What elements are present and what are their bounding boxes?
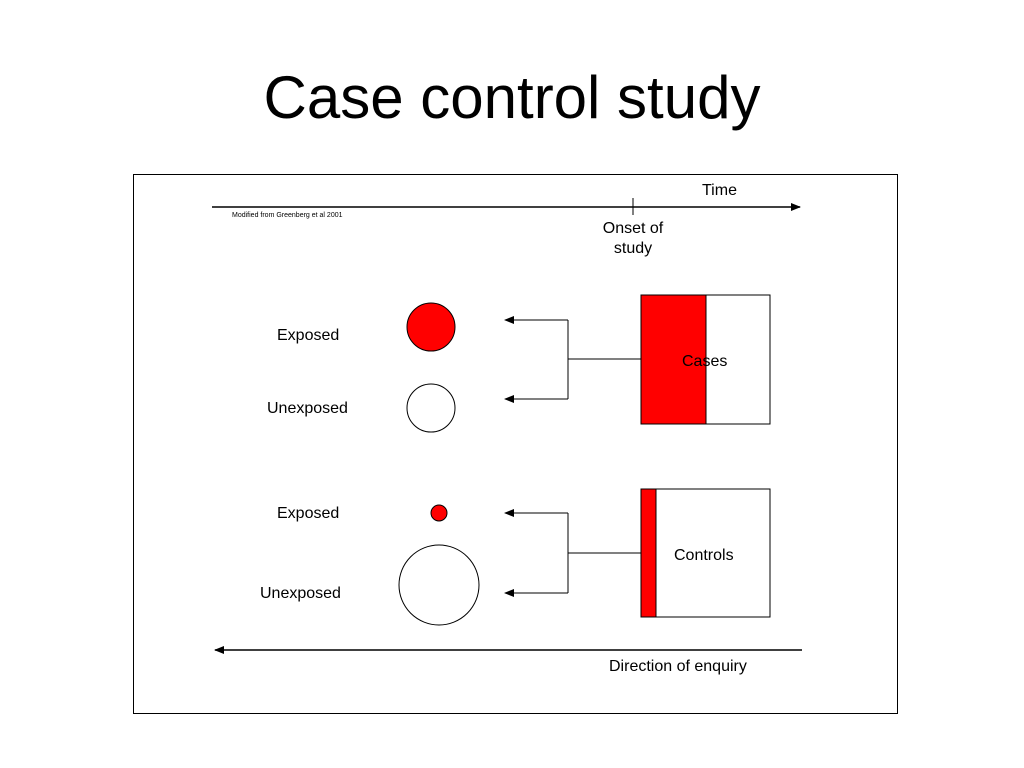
- controls-unexposed-label: Unexposed: [260, 585, 341, 602]
- controls-exposed-fill: [640, 488, 657, 618]
- cases-unexposed-label: Unexposed: [267, 400, 348, 417]
- cases-label: Cases: [682, 353, 728, 370]
- diagram-frame: [133, 174, 898, 714]
- controls-box: [640, 488, 771, 618]
- controls-unexposed-circle: [398, 544, 480, 626]
- direction-of-enquiry-label: Direction of enquiry: [609, 658, 747, 675]
- controls-label: Controls: [674, 547, 734, 564]
- onset-of-study-label: Onset of study: [602, 220, 664, 257]
- cases-exposed-circle: [406, 302, 456, 352]
- controls-exposed-label: Exposed: [277, 505, 340, 522]
- controls-exposed-circle: [430, 504, 448, 522]
- cases-exposed-label: Exposed: [277, 327, 340, 344]
- time-label: Time: [702, 182, 737, 199]
- credit-note: Modified from Greenberg et al 2001: [232, 212, 343, 219]
- cases-unexposed-circle: [406, 383, 456, 433]
- slide-title: Case control study: [263, 64, 761, 131]
